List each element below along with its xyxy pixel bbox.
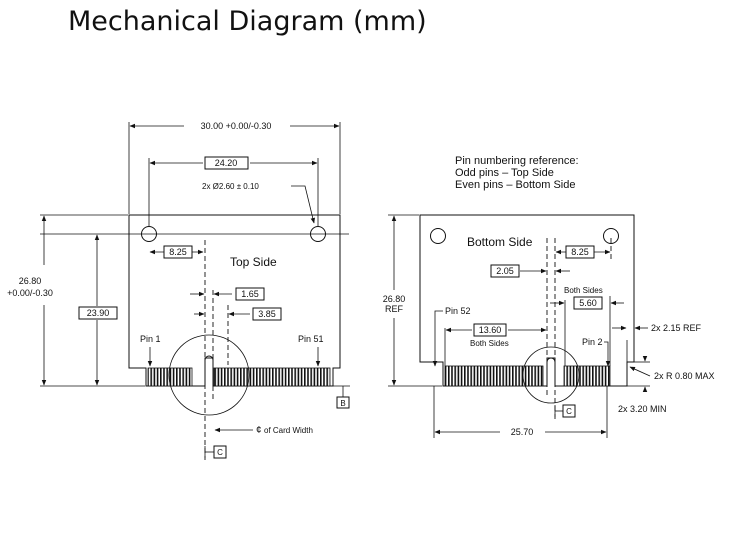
- dim-320: 2x 3.20 MIN: [618, 404, 667, 414]
- dim-825-box: [163, 245, 193, 259]
- dim-1360: 13.60: [479, 325, 502, 335]
- top-pins-left: [147, 367, 193, 387]
- bottom-view: Pin numbering reference: Odd pins – Top …: [383, 155, 715, 438]
- centerline-symbol: ¢: [256, 425, 262, 436]
- bottom-pins-right: [563, 365, 611, 387]
- both-sides-left: Both Sides: [470, 339, 509, 348]
- bottom-dim-825-box: [565, 245, 595, 259]
- bottom-side-label: Bottom Side: [467, 235, 533, 249]
- top-key-notch: [204, 355, 214, 386]
- dim-205-box: [490, 264, 520, 278]
- dim-165: 1.65: [241, 289, 259, 299]
- both-sides-right: Both Sides: [564, 286, 603, 295]
- dim-hole-spacing: 24.20: [215, 158, 238, 168]
- dim-width-tol: 30.00 +0.00/-0.30: [201, 121, 272, 131]
- top-card-outline: [128, 214, 341, 387]
- hole-callout: 2x Ø2.60 ± 0.10: [202, 182, 259, 191]
- dim-385-box: [252, 307, 282, 321]
- bottom-height: 26.80: [383, 294, 406, 304]
- top-height: 26.80: [19, 276, 42, 286]
- pin-ref-title: Pin numbering reference:: [455, 155, 579, 167]
- dim-2390: 23.90: [87, 308, 110, 318]
- datum-b: B: [340, 399, 345, 408]
- dim-385: 3.85: [258, 309, 276, 319]
- pin2-label: Pin 2: [582, 337, 603, 347]
- dim-215: 2x 2.15 REF: [651, 323, 702, 333]
- top-height-tol: +0.00/-0.30: [7, 288, 53, 298]
- bottom-datum-c: C: [566, 407, 572, 416]
- pin-ref-even: Even pins – Bottom Side: [455, 179, 575, 191]
- dim-2390-box: [78, 306, 118, 320]
- dim-hole-spacing-box: [204, 156, 249, 170]
- dim-radius: 2x R 0.80 MAX: [654, 371, 715, 381]
- bottom-key-circle: [522, 346, 580, 404]
- bottom-pins-left: [444, 365, 544, 387]
- bottom-height-ref: REF: [385, 304, 404, 314]
- bottom-datum-c-box: [562, 404, 576, 418]
- top-datum-c: C: [217, 448, 223, 457]
- pin1-label: Pin 1: [140, 334, 161, 344]
- bottom-hole-left: [430, 228, 446, 244]
- bottom-key-notch: [546, 357, 556, 386]
- pin52-label: Pin 52: [445, 306, 471, 316]
- pin51-label: Pin 51: [298, 334, 324, 344]
- centerline-label: of Card Width: [264, 426, 313, 435]
- pin-ref-odd: Odd pins – Top Side: [455, 167, 554, 179]
- top-pins-right: [213, 367, 331, 387]
- dim-560-box: [573, 296, 603, 310]
- dim-1360-box: [473, 323, 507, 337]
- dim-2570: 25.70: [511, 427, 534, 437]
- dim-165-box: [235, 287, 265, 301]
- bottom-dim-825: 8.25: [571, 247, 589, 257]
- dim-205: 2.05: [496, 266, 514, 276]
- dim-825: 8.25: [169, 247, 187, 257]
- top-key-circle: [168, 334, 250, 416]
- top-datum-c-box: [213, 445, 227, 459]
- top-side-label: Top Side: [230, 255, 277, 269]
- top-view: 30.00 +0.00/-0.30 24.20 2x Ø2.60 ± 0.10 …: [7, 121, 350, 460]
- datum-b-box: [336, 396, 350, 409]
- dim-560: 5.60: [579, 298, 597, 308]
- bottom-hole-right: [603, 228, 619, 244]
- slide-title: Mechanical Diagram (mm): [68, 6, 427, 37]
